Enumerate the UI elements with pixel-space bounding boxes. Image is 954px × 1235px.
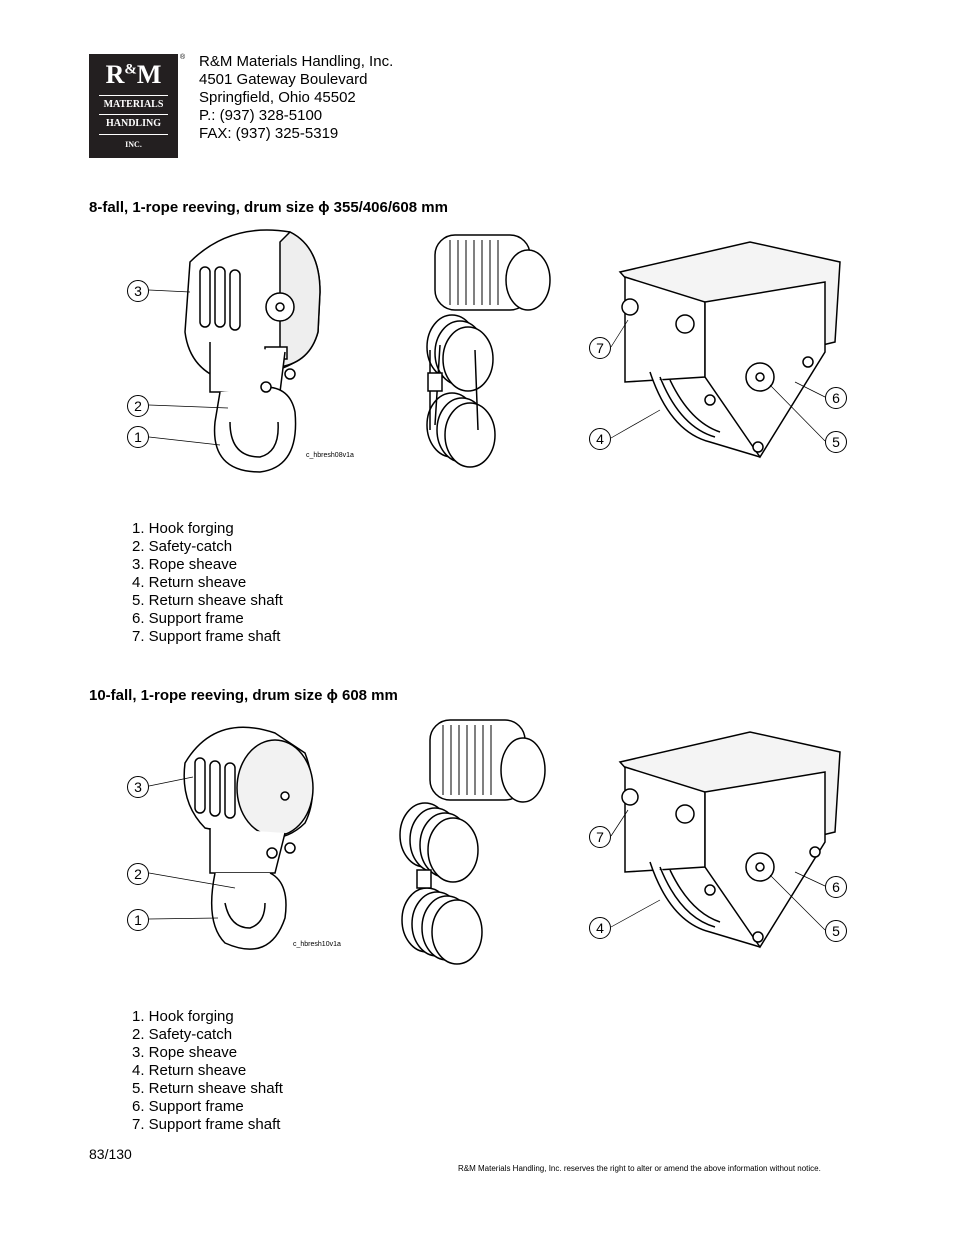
section-heading: 8-fall, 1-rope reeving, drum size ϕ 355/… (89, 199, 448, 216)
parts-list: 1. Hook forging 2. Safety-catch 3. Rope … (132, 520, 283, 646)
list-item: 2. Safety-catch (132, 538, 233, 555)
list-item: 6. Support frame (132, 610, 244, 627)
list-item: 3. Rope sheave (132, 1044, 238, 1061)
logo-line-inc: INC. (125, 140, 142, 149)
logo-line-materials: MATERIALS (103, 99, 164, 110)
callout-rope-sheave: 3 (127, 776, 149, 798)
support-frame-drawing (618, 731, 841, 949)
callout-safety-catch: 2 (127, 395, 149, 417)
company-name: R&M Materials Handling, Inc. (199, 53, 394, 70)
company-city: Springfield, Ohio 45502 (199, 89, 356, 106)
support-frame-drawing (618, 241, 841, 459)
callout-return-sheave: 4 (589, 428, 611, 450)
logo-line-handling: HANDLING (105, 118, 161, 129)
callout-support-frame-shaft: 7 (589, 337, 611, 359)
disclaimer: R&M Materials Handling, Inc. reserves th… (458, 1164, 821, 1173)
company-logo: R&M MATERIALS HANDLING INC. (89, 54, 178, 158)
list-item: 4. Return sheave (132, 1062, 247, 1079)
callout-hook-forging: 1 (127, 426, 149, 448)
reeving-diagram (399, 719, 546, 965)
list-item: 6. Support frame (132, 1098, 244, 1115)
hook-block-drawing (184, 229, 321, 473)
list-item: 2. Safety-catch (132, 1026, 233, 1043)
list-item: 5. Return sheave shaft (132, 1080, 283, 1097)
list-item: 1. Hook forging (132, 520, 234, 537)
callout-support-frame-shaft: 7 (589, 826, 611, 848)
company-fax: FAX: (937) 325-5319 (199, 125, 339, 142)
list-item: 7. Support frame shaft (132, 628, 281, 645)
parts-list: 1. Hook forging 2. Safety-catch 3. Rope … (132, 1008, 283, 1134)
logo-monogram: R&M (105, 60, 162, 89)
hook-block-drawing (183, 726, 314, 950)
section-heading: 10-fall, 1-rope reeving, drum size ϕ 608… (89, 687, 398, 704)
callout-return-sheave-shaft: 5 (825, 431, 847, 453)
figure-label: c_hbresh10v1a (293, 941, 341, 948)
list-item: 5. Return sheave shaft (132, 592, 283, 609)
callout-return-sheave-shaft: 5 (825, 920, 847, 942)
list-item: 4. Return sheave (132, 574, 247, 591)
callout-hook-forging: 1 (127, 909, 149, 931)
figure-label: c_hbresh08v1a (306, 452, 354, 459)
callout-support-frame: 6 (825, 387, 847, 409)
list-item: 7. Support frame shaft (132, 1116, 281, 1133)
callout-safety-catch: 2 (127, 863, 149, 885)
list-item: 1. Hook forging (132, 1008, 234, 1025)
callout-rope-sheave: 3 (127, 280, 149, 302)
reeving-diagram (426, 234, 551, 468)
callout-support-frame: 6 (825, 876, 847, 898)
company-street: 4501 Gateway Boulevard (199, 71, 368, 88)
page-number: 83/130 (89, 1146, 132, 1162)
company-phone: P.: (937) 328-5100 (199, 107, 323, 124)
registered-mark: ® (180, 54, 186, 61)
callout-return-sheave: 4 (589, 917, 611, 939)
list-item: 3. Rope sheave (132, 556, 238, 573)
